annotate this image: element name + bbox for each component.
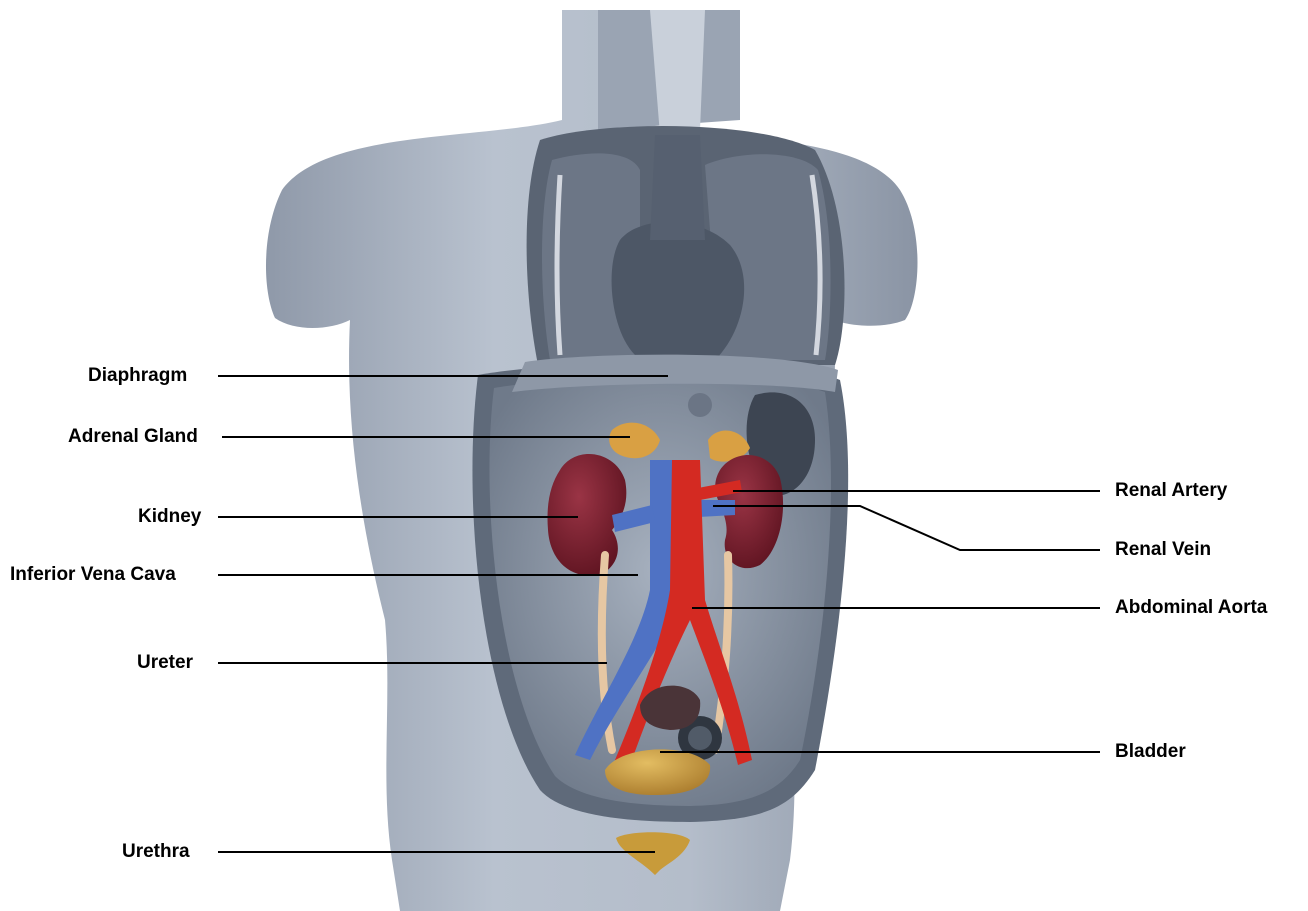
rectum-lumen — [688, 726, 712, 750]
label-bladder: Bladder — [1115, 741, 1186, 763]
label-renal-artery: Renal Artery — [1115, 480, 1227, 502]
label-urethra: Urethra — [122, 841, 190, 863]
label-ureter: Ureter — [137, 652, 193, 674]
label-diaphragm: Diaphragm — [88, 365, 187, 387]
esophagus-opening — [688, 393, 712, 417]
great-vessels — [650, 135, 705, 240]
label-renal-vein: Renal Vein — [1115, 539, 1211, 561]
label-adrenal-gland: Adrenal Gland — [68, 426, 198, 448]
label-abdominal-aorta: Abdominal Aorta — [1115, 597, 1267, 619]
label-kidney: Kidney — [138, 506, 201, 528]
label-inferior-vena-cava: Inferior Vena Cava — [10, 564, 176, 586]
